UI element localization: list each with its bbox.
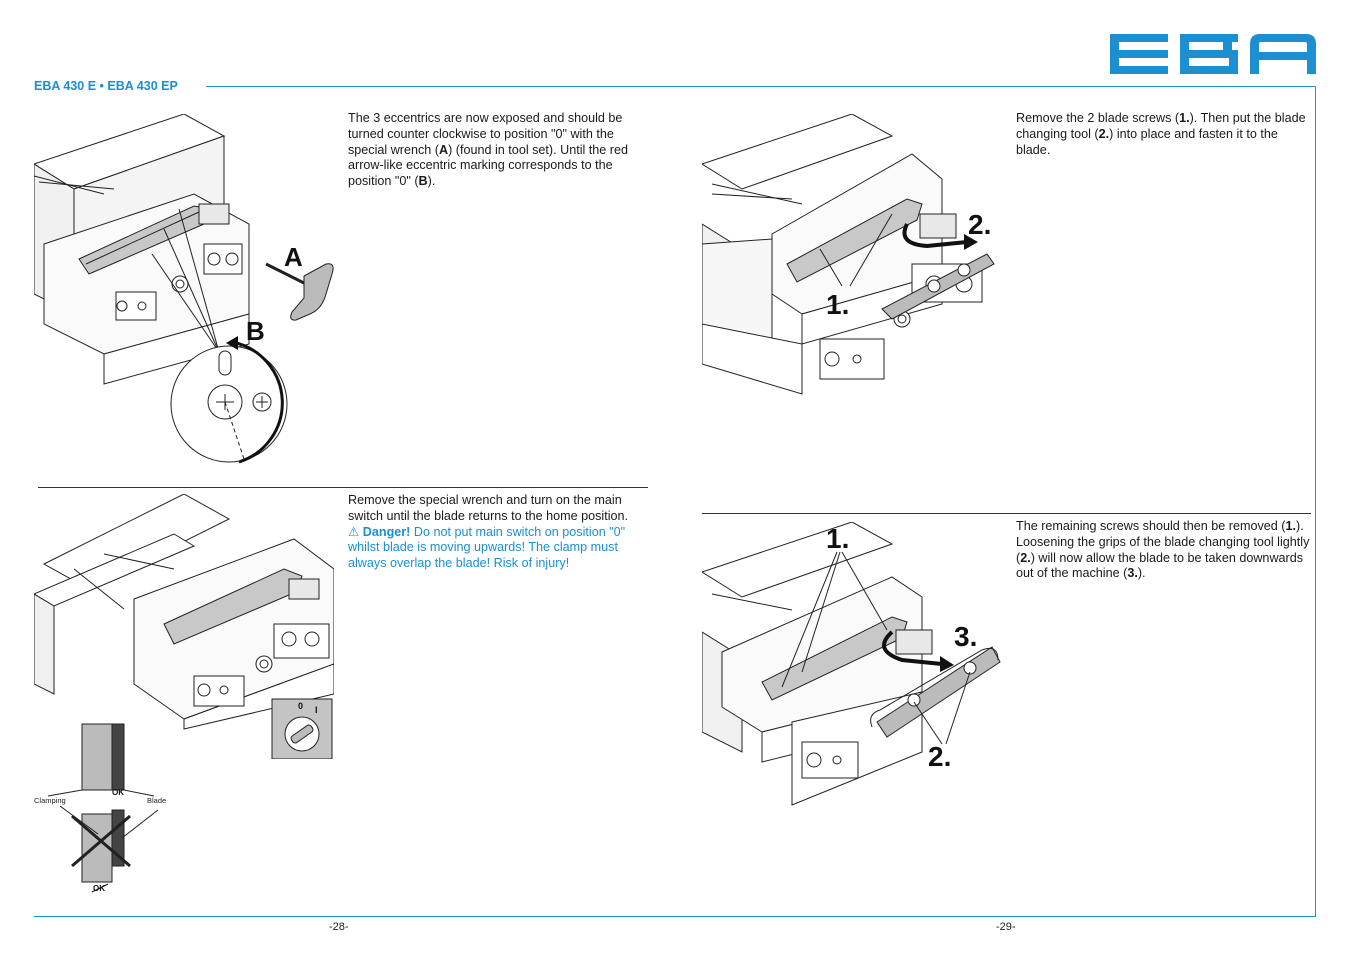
document-title: EBA 430 E • EBA 430 EP bbox=[34, 79, 178, 93]
danger-text: Do not put main switch on position "0" w… bbox=[348, 524, 626, 571]
step2-text-1: Remove the special wrench and turn on th… bbox=[348, 493, 629, 523]
page-number-right: -29- bbox=[996, 921, 1016, 933]
step4-text-4: ). bbox=[1137, 566, 1146, 581]
right-border bbox=[1315, 86, 1316, 917]
step4-bold-3: 3. bbox=[1127, 566, 1138, 581]
label-a: A bbox=[284, 242, 303, 272]
step1-text-2: ) (found in tool set). Until the red arr… bbox=[348, 142, 629, 189]
step1-text-3: ). bbox=[427, 174, 436, 189]
danger-warning: ⚠ Danger! Do not put main switch on posi… bbox=[348, 525, 625, 571]
label-step3-2: 2. bbox=[968, 209, 991, 240]
label-step4-2: 2. bbox=[928, 741, 951, 772]
step4-text-3: ) will now allow the blade to be taken d… bbox=[1016, 550, 1304, 581]
footer-rule bbox=[34, 916, 1316, 917]
step4-text-1: The remaining screws should then be remo… bbox=[1016, 519, 1286, 533]
eccentric-adjust-illustration: A B bbox=[34, 114, 334, 464]
section-divider-left bbox=[38, 487, 648, 488]
step3-text-3: ) into place and fasten it to the blade. bbox=[1016, 126, 1278, 157]
step3-text-1: Remove the 2 blade screws ( bbox=[1016, 111, 1180, 125]
main-switch-illustration: 0 I bbox=[34, 494, 334, 759]
warning-icon: ⚠ bbox=[348, 524, 360, 539]
ok-label: OK bbox=[112, 788, 124, 797]
label-step4-3: 3. bbox=[954, 621, 977, 652]
blade-removal-illustration: 1. 3. 2. bbox=[702, 522, 1001, 806]
section-divider-right bbox=[702, 513, 1311, 514]
step4-text: The remaining screws should then be remo… bbox=[1016, 519, 1314, 582]
switch-position-0: 0 bbox=[298, 701, 303, 711]
step3-text: Remove the 2 blade screws (1.). Then put… bbox=[1016, 111, 1314, 158]
label-b: B bbox=[246, 316, 265, 346]
step3-text-2: ). Then put the blade changing tool ( bbox=[1016, 111, 1306, 141]
label-step3-1: 1. bbox=[826, 289, 849, 320]
step1-bold-a: A bbox=[439, 142, 449, 157]
step4-bold-1: 1. bbox=[1285, 519, 1297, 533]
step3-bold-2: 2. bbox=[1098, 126, 1110, 141]
header-rule-right bbox=[676, 86, 1316, 87]
clamp-blade-diagram: OK Clamping Blade OK bbox=[34, 723, 166, 893]
label-step4-1: 1. bbox=[826, 523, 849, 554]
header-rule-left bbox=[206, 86, 676, 87]
step4-text-2: ). Loosening the grips of the blade chan… bbox=[1016, 519, 1310, 565]
step3-bold-1: 1. bbox=[1179, 111, 1190, 125]
step1-text-1: The 3 eccentrics are now exposed and sho… bbox=[348, 111, 623, 157]
blade-label: Blade bbox=[147, 796, 166, 805]
blade-tool-illustration: 1. 2. bbox=[702, 114, 995, 395]
step1-text: The 3 eccentrics are now exposed and sho… bbox=[348, 111, 648, 190]
eba-logo bbox=[1110, 34, 1316, 74]
danger-label: Danger! bbox=[362, 524, 411, 539]
page-number-left: -28- bbox=[329, 921, 349, 933]
step2-text: Remove the special wrench and turn on th… bbox=[348, 493, 648, 572]
switch-position-1: I bbox=[315, 705, 318, 715]
step1-bold-b: B bbox=[418, 174, 428, 189]
step4-bold-2: 2. bbox=[1020, 550, 1031, 565]
clamping-label: Clamping bbox=[34, 796, 66, 805]
